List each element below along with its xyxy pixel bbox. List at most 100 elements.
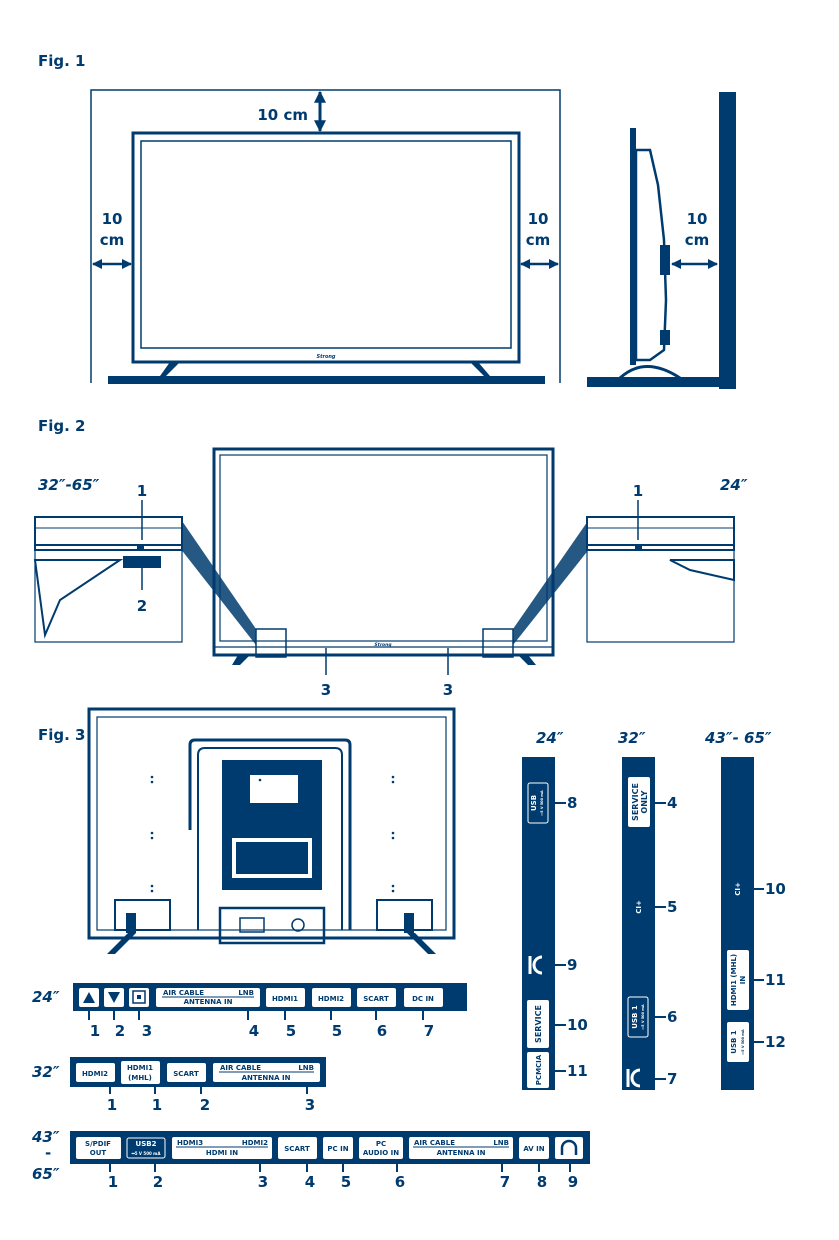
tv-front (131, 131, 521, 364)
row24-aircable: AIR CABLE (163, 989, 204, 997)
strip32-usb1-spec: ⎓5 V 500 mA (641, 1004, 645, 1030)
clearance-box (90, 89, 561, 383)
fig3: Fig. 3 (31, 707, 786, 1191)
row43-num-9: 9 (568, 1173, 578, 1191)
tv-screen (140, 140, 512, 349)
fig3-title: Fig. 3 (38, 726, 85, 744)
row43-num-3: 3 (258, 1173, 268, 1191)
side-panel (630, 128, 636, 365)
row32-antenna: ANTENNA IN (242, 1074, 291, 1082)
row43-num-8: 8 (537, 1173, 547, 1191)
row32-mhl: (MHL) (128, 1074, 152, 1082)
fig1: Fig. 1 Strong 10 cm 10 cm 10 cm 10 cm (38, 52, 736, 389)
row43-pc: PC (376, 1140, 386, 1148)
row43-num-2: 2 (153, 1173, 163, 1191)
side-ports (660, 245, 670, 275)
strip32-ci: CI+ (635, 900, 643, 914)
brand-logo: Strong (316, 354, 335, 360)
up-arrow-icon (83, 992, 95, 1003)
strip32-usb1: USB 1 (631, 1005, 639, 1028)
tv-back (87, 707, 456, 954)
strip43-usb1: USB 1 (730, 1030, 738, 1053)
strip24-usb-spec: ⎓5 V 500 mA (540, 790, 544, 816)
row32-size: 32″ (32, 1063, 60, 1081)
wall (719, 92, 736, 389)
row-43-panel: S/PDIF OUT USB2 ⎓5 V 500 mA HDMI3 HDMI2 … (70, 1131, 590, 1164)
callout-1-right: 1 (633, 482, 643, 500)
row24-hdmi2: HDMI2 (318, 995, 344, 1003)
zoom-wedge-right (513, 518, 590, 645)
strip24-num-11: 11 (567, 1062, 588, 1080)
row-32-panel: HDMI2 HDMI1 (MHL) SCART AIR CABLE LNB AN… (70, 1057, 326, 1087)
row24-num-5a: 5 (286, 1022, 296, 1040)
row43-hdmiin: HDMI IN (206, 1149, 238, 1157)
callout-2: 2 (137, 597, 147, 615)
row43-pcin: PC IN (327, 1145, 348, 1153)
callout-1-left: 1 (137, 482, 147, 500)
row32-num-1b: 1 (152, 1096, 162, 1114)
row43-hdmi3: HDMI3 (177, 1139, 203, 1147)
strip-32: SERVICE ONLY CI+ USB 1 ⎓5 V 500 mA (622, 757, 655, 1090)
side-back (634, 148, 668, 362)
row43-num-7: 7 (500, 1173, 510, 1191)
row32-scart: SCART (173, 1070, 199, 1078)
row43-size-dash: - (45, 1144, 51, 1162)
left-gap-unit: cm (100, 231, 125, 249)
side-table (587, 377, 722, 387)
strip43-num-10: 10 (765, 880, 786, 898)
row43-scart: SCART (284, 1145, 310, 1153)
table (108, 376, 545, 384)
row43-spdif: S/PDIF (85, 1140, 111, 1148)
row32-leaders (109, 1087, 308, 1094)
strip32-num-4: 4 (667, 794, 677, 812)
left-gap-value: 10 (102, 210, 123, 228)
row32-lnb: LNB (298, 1064, 314, 1072)
row43-size-top: 43″ (31, 1128, 60, 1146)
row32-hdmi2: HDMI2 (82, 1070, 108, 1078)
tv-foot-right (470, 362, 490, 376)
row32-aircable: AIR CABLE (220, 1064, 261, 1072)
fig2-tv (212, 447, 555, 657)
detail-left (33, 516, 183, 643)
row24-num-7: 7 (424, 1022, 434, 1040)
row24-scart: SCART (363, 995, 389, 1003)
row43-num-5: 5 (341, 1173, 351, 1191)
row43-leaders (109, 1164, 571, 1172)
callout-3b: 3 (443, 681, 453, 699)
col-32: 32″ (618, 729, 646, 747)
strip-24: USB ⎓5 V 500 mA SERVICE PCMCIA (522, 757, 555, 1090)
strip-43: CI+ HDMI1 (MHL) IN USB 1 ⎓5 V 500 mA (721, 757, 754, 1090)
top-gap-label: 10 cm (257, 106, 308, 124)
row24-leaders (88, 1011, 424, 1020)
row24-num-6: 6 (377, 1022, 387, 1040)
fig2-foot-right (518, 655, 536, 665)
row43-lnb: LNB (493, 1139, 509, 1147)
side-gap-value: 10 (687, 210, 708, 228)
headphone-icon (560, 1139, 578, 1155)
detail-right (586, 516, 735, 643)
strip24-service: SERVICE (534, 1005, 543, 1043)
row-24-panel: AIR CABLE LNB ANTENNA IN HDMI1 HDMI2 SCA… (73, 983, 467, 1011)
fig2-screen (219, 454, 548, 642)
row24-hdmi1: HDMI1 (272, 995, 298, 1003)
strip43-usb1-spec: ⎓5 V 500 mA (741, 1029, 745, 1055)
row24-dcin: DC IN (412, 995, 434, 1003)
row43-hdmi2: HDMI2 (242, 1139, 268, 1147)
row43-avin: AV IN (523, 1145, 544, 1153)
strip43-ci: CI+ (734, 882, 742, 896)
strip24-pcmcia: PCMCIA (535, 1054, 543, 1085)
strip43-num-11: 11 (765, 971, 786, 989)
strip24-usb: USB (530, 795, 538, 811)
strip24-num-8: 8 (567, 794, 577, 812)
strip24-num-9: 9 (567, 956, 577, 974)
row24-num-5b: 5 (332, 1022, 342, 1040)
row43-num-1: 1 (108, 1173, 118, 1191)
source-icon (132, 990, 146, 1004)
strip32-service: SERVICE (631, 783, 640, 821)
row24-lnb: LNB (238, 989, 254, 997)
row43-antenna: ANTENNA IN (437, 1149, 486, 1157)
fig2-size-left: 32″-65″ (38, 476, 100, 494)
fig2-zoom-box-left (255, 628, 287, 658)
row24-num-2: 2 (115, 1022, 125, 1040)
